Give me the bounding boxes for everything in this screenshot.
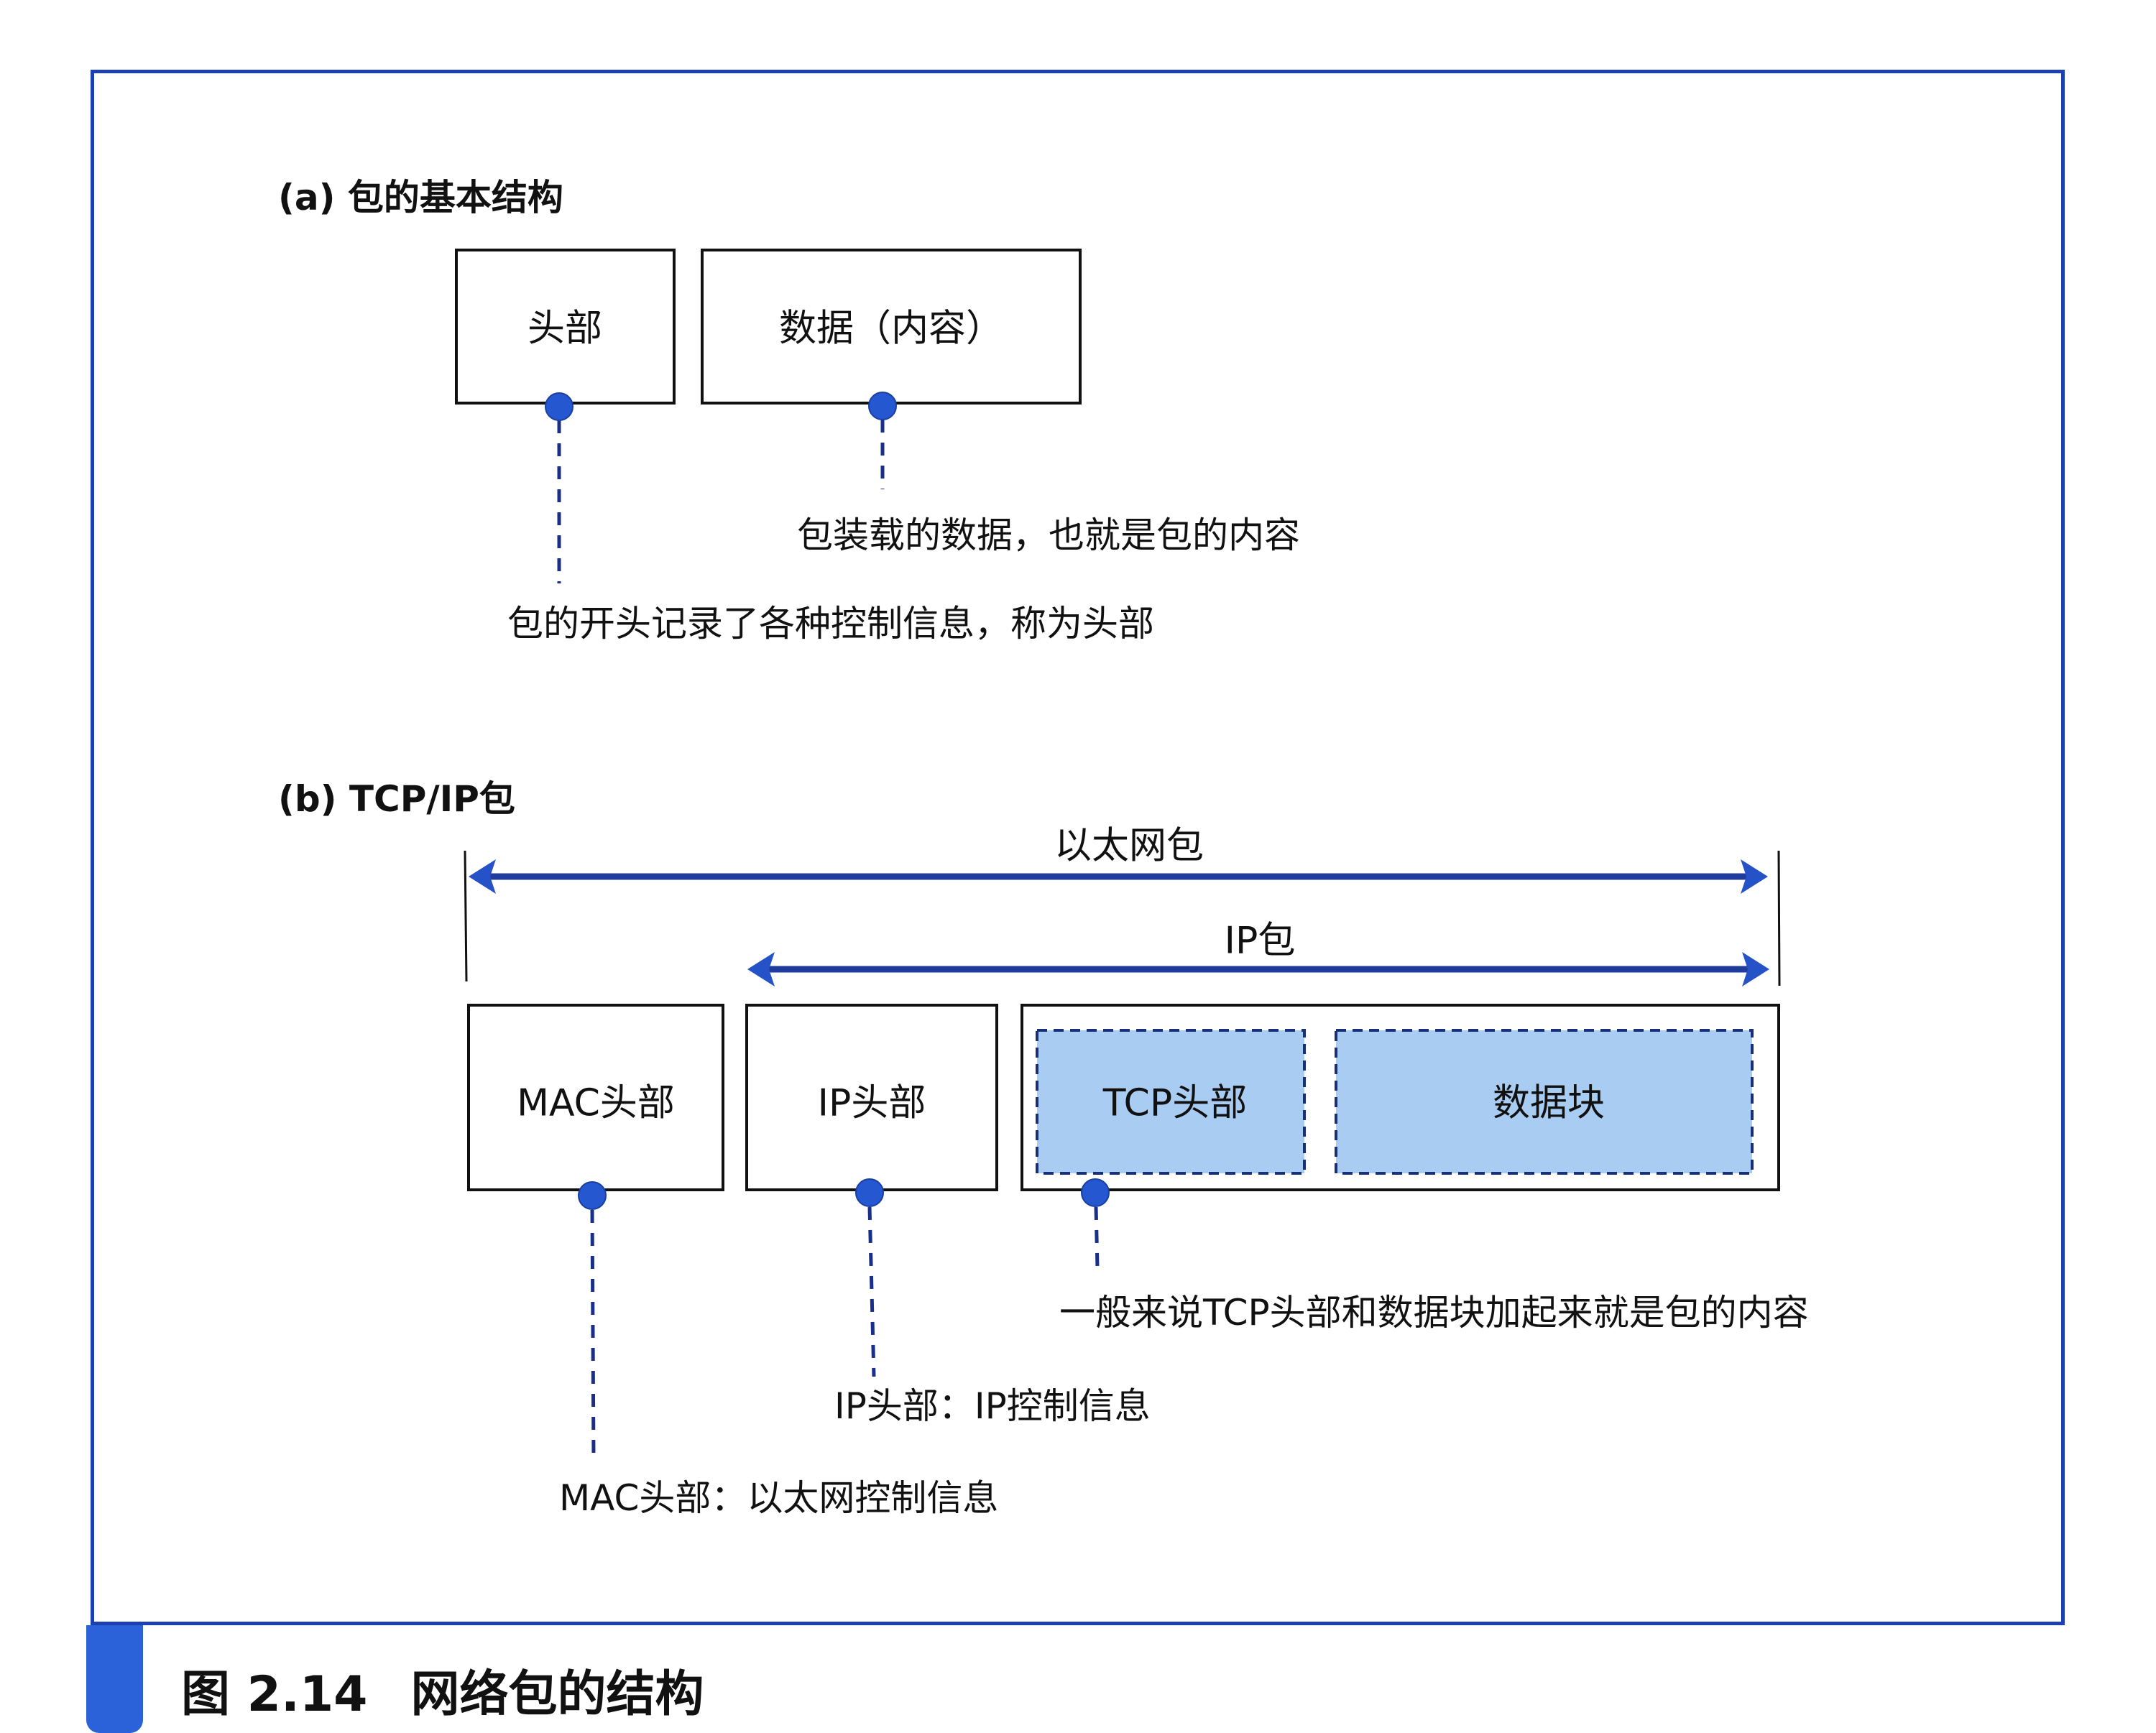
ethernet-span-arrow	[469, 859, 1768, 894]
dot-header-a	[545, 392, 573, 421]
section-b-title: (b) TCP/IP包	[278, 778, 515, 820]
box-data-block	[1335, 1029, 1754, 1175]
arrowhead-left-icon	[747, 952, 775, 986]
arrowhead-right-icon	[1742, 952, 1769, 986]
span-label-ip: IP包	[1224, 919, 1296, 963]
arrowhead-left-icon	[469, 859, 496, 894]
dot-tcp	[1081, 1178, 1110, 1207]
section-a-title: (a) 包的基本结构	[278, 177, 563, 218]
figure-number: 图 2.14	[181, 1666, 368, 1723]
box-mac-header-label: MAC头部	[517, 1081, 675, 1125]
box-tcp-header-label: TCP头部	[1102, 1081, 1248, 1125]
box-data-a-label: 数据（内容）	[778, 307, 1004, 351]
leader-ip	[867, 1206, 876, 1377]
box-data-block-label: 数据块	[1492, 1081, 1606, 1125]
leader-mac	[590, 1209, 596, 1461]
annotation-header-a: 包的开头记录了各种控制信息，称为头部	[507, 603, 1154, 644]
leader-tcp	[1094, 1206, 1100, 1269]
dot-mac	[578, 1181, 607, 1210]
annotation-data-a: 包装载的数据，也就是包的内容	[797, 514, 1300, 556]
box-mac-header	[467, 1004, 724, 1191]
annotation-tcp-payload: 一般来说TCP头部和数据块加起来就是包的内容	[1059, 1292, 1809, 1334]
dot-ip	[855, 1178, 884, 1207]
figure-frame	[91, 70, 2065, 1625]
box-data-a	[701, 249, 1082, 405]
annotation-mac-header: MAC头部：以太网控制信息	[559, 1477, 999, 1519]
annotation-ip-header: IP头部：IP控制信息	[834, 1385, 1151, 1427]
box-header-a-label: 头部	[527, 307, 603, 351]
box-ip-header-label: IP头部	[817, 1081, 926, 1125]
box-ip-header	[745, 1004, 998, 1191]
caption-tab-marker	[86, 1625, 143, 1733]
span-tick-left	[464, 850, 468, 982]
span-label-ethernet: 以太网包	[1054, 824, 1204, 868]
dot-data-a	[868, 392, 897, 420]
arrowhead-right-icon	[1741, 859, 1768, 894]
ip-span-arrow	[747, 952, 1769, 986]
figure-title: 网络包的结构	[410, 1666, 704, 1723]
box-tcp-header	[1036, 1029, 1306, 1175]
